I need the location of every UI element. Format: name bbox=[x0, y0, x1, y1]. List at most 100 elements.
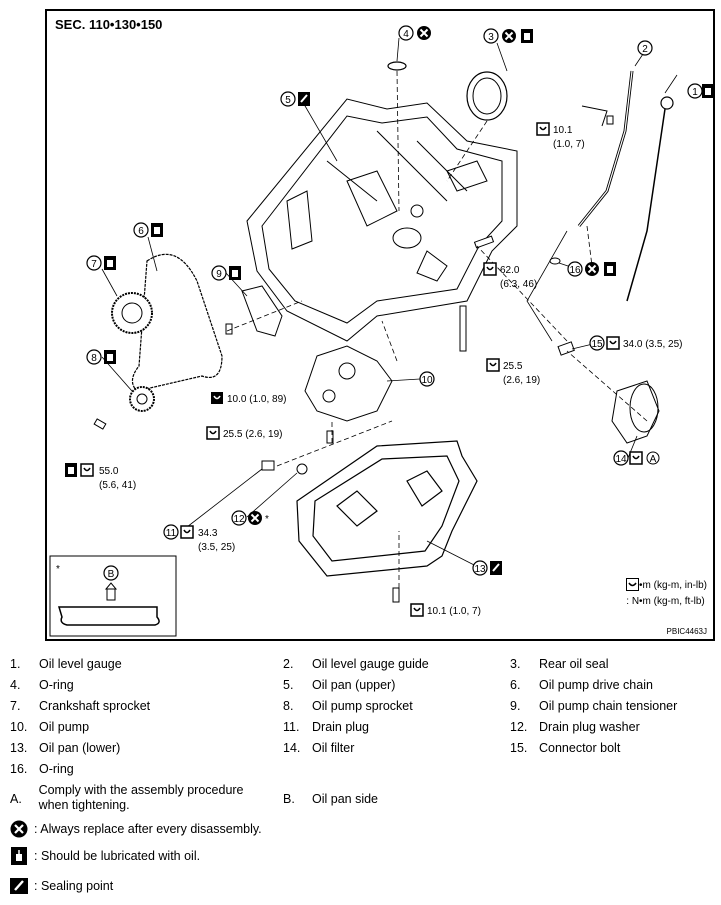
oil-pump-sprocket bbox=[129, 386, 155, 412]
list-item: 1.Oil level gauge bbox=[10, 657, 122, 671]
symbol-legend-sealing: : Sealing point bbox=[10, 877, 113, 895]
lubricate-icon bbox=[65, 463, 77, 477]
list-item: 10.Oil pump bbox=[10, 720, 90, 734]
star-marker: * bbox=[265, 514, 269, 525]
callout-9: 9 bbox=[216, 269, 222, 280]
diagram-drawing: 1 2 3 4 5 6 7 8 9 10 11 12 13 14 15 16 bbox=[49, 25, 713, 637]
torque-t8: 34.3 bbox=[198, 528, 218, 539]
callout-5: 5 bbox=[285, 95, 291, 106]
replace-icon bbox=[10, 820, 28, 838]
bolts bbox=[93, 115, 614, 603]
torque-icon bbox=[483, 262, 497, 276]
list-item: 4.O-ring bbox=[10, 678, 74, 692]
rear-oil-seal bbox=[466, 71, 508, 121]
drain-plug bbox=[261, 460, 275, 471]
callout-12: 12 bbox=[233, 514, 245, 525]
inset-star: * bbox=[56, 564, 60, 575]
symbol-legend-replace: : Always replace after every disassembly… bbox=[10, 820, 262, 838]
replace-icon bbox=[501, 28, 517, 44]
symbol-legend-lubricate: : Should be lubricated with oil. bbox=[10, 847, 200, 865]
replace-icon bbox=[247, 510, 263, 526]
torque-t1: 10.1 bbox=[553, 125, 573, 136]
torque-icon bbox=[206, 426, 220, 440]
callout-16: 16 bbox=[569, 265, 581, 276]
list-item: 14.Oil filter bbox=[283, 741, 355, 755]
list-item: 5.Oil pan (upper) bbox=[283, 678, 396, 692]
figure-code: PBIC4463J bbox=[666, 627, 707, 636]
torque-t3: 25.5 bbox=[503, 361, 523, 372]
torque-t8b: (3.5, 25) bbox=[198, 542, 235, 553]
list-item: 2.Oil level gauge guide bbox=[283, 657, 429, 671]
note-a-marker: A bbox=[650, 454, 657, 465]
list-item: 9.Oil pump chain tensioner bbox=[510, 699, 678, 713]
oil-level-gauge bbox=[626, 96, 674, 302]
callout-6: 6 bbox=[138, 226, 144, 237]
lubricate-icon bbox=[104, 256, 116, 270]
torque-units-legend: : N•m (kg-m, in-lb) : N•m (kg-m, ft-lb) bbox=[626, 578, 707, 610]
callout-13: 13 bbox=[474, 564, 486, 575]
callout-7: 7 bbox=[91, 259, 97, 270]
torque-t7: 55.0 bbox=[99, 466, 119, 477]
list-item: 7.Crankshaft sprocket bbox=[10, 699, 151, 713]
drain-plug-washer bbox=[296, 463, 308, 475]
list-item: 11.Drain plug bbox=[283, 720, 369, 734]
callout-14: 14 bbox=[615, 454, 627, 465]
section-label: SEC. 110•130•150 bbox=[55, 17, 163, 32]
torque-t2: 62.0 bbox=[500, 265, 520, 276]
lubricate-icon bbox=[521, 29, 533, 43]
torque-t5: 10.0 (1.0, 89) bbox=[227, 394, 286, 405]
oil-pan-upper bbox=[246, 98, 518, 342]
lubricate-icon bbox=[151, 223, 163, 237]
torque-icon bbox=[536, 122, 550, 136]
list-item: B.Oil pan side bbox=[283, 792, 379, 806]
list-item: 6.Oil pump drive chain bbox=[510, 678, 653, 692]
list-item: 13.Oil pan (lower) bbox=[10, 741, 121, 755]
o-ring-top bbox=[387, 61, 407, 71]
callouts bbox=[86, 25, 703, 576]
replace-icon bbox=[416, 25, 432, 41]
list-item: 8.Oil pump sprocket bbox=[283, 699, 413, 713]
torque-t2b: (6.3, 46) bbox=[500, 279, 537, 290]
callout-10: 10 bbox=[421, 375, 433, 386]
callout-4: 4 bbox=[403, 29, 409, 40]
list-item: 15.Connector bolt bbox=[510, 741, 621, 755]
list-item: A.Comply with the assembly procedure whe… bbox=[10, 783, 244, 812]
callout-3: 3 bbox=[488, 32, 494, 43]
lubricate-icon bbox=[104, 350, 116, 364]
crankshaft-sprocket bbox=[111, 292, 153, 334]
torque-ftlb-icon bbox=[626, 578, 640, 591]
torque-icon bbox=[486, 358, 500, 372]
list-item: 3.Rear oil seal bbox=[510, 657, 609, 671]
oil-pump bbox=[304, 345, 393, 422]
callout-15: 15 bbox=[591, 339, 603, 350]
lubricate-icon bbox=[604, 262, 616, 276]
callout-11: 11 bbox=[166, 528, 177, 539]
list-item: 12.Drain plug washer bbox=[510, 720, 640, 734]
inset-b-marker: B bbox=[108, 569, 115, 580]
replace-icon bbox=[584, 261, 600, 277]
callout-1: 1 bbox=[692, 87, 698, 98]
oil-pump-drive-chain bbox=[131, 253, 223, 392]
torque-icon bbox=[80, 463, 94, 477]
oil-level-gauge-guide bbox=[577, 70, 634, 227]
torque-inlb-icon bbox=[210, 391, 224, 405]
torque-t6: 25.5 (2.6, 19) bbox=[223, 429, 282, 440]
torque-icon bbox=[180, 525, 194, 539]
list-item: 16.O-ring bbox=[10, 762, 74, 776]
sealing-icon bbox=[10, 878, 28, 894]
lubricate-icon bbox=[11, 847, 27, 865]
sealing-icon bbox=[297, 91, 311, 107]
connector-bolt bbox=[557, 341, 575, 356]
units-in-lb: : N•m (kg-m, in-lb) bbox=[626, 580, 707, 591]
sealing-icon bbox=[489, 560, 503, 576]
oil-pan-lower bbox=[296, 440, 478, 577]
torque-icon bbox=[606, 336, 620, 350]
callout-numbers: 1 2 3 4 5 6 7 8 9 10 11 12 13 14 15 16 bbox=[91, 29, 698, 575]
torque-t1b: (1.0, 7) bbox=[553, 139, 585, 150]
oil-filter bbox=[611, 380, 660, 444]
torque-icon bbox=[629, 451, 643, 465]
torque-t9: 10.1 (1.0, 7) bbox=[427, 606, 481, 617]
units-ft-lb: : N•m (kg-m, ft-lb) bbox=[626, 596, 705, 607]
torque-t7b: (5.6, 41) bbox=[99, 480, 136, 491]
lubricate-icon bbox=[702, 84, 713, 98]
